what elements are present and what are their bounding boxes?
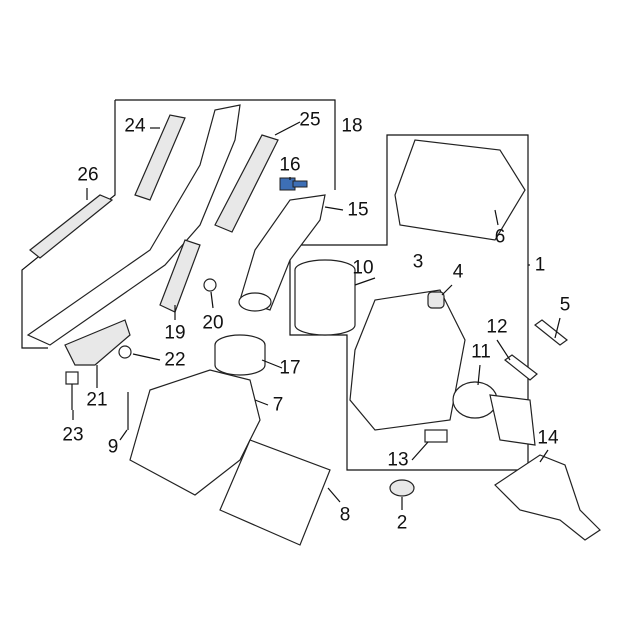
part-22-bolt <box>118 345 132 359</box>
part-8-gasket <box>219 439 331 546</box>
part-3-housing <box>349 289 466 431</box>
part-23-grommet <box>65 371 79 385</box>
callout-12[interactable]: 12 <box>486 316 508 338</box>
callout-3[interactable]: 3 <box>412 251 424 273</box>
part-15-resonator <box>239 194 326 311</box>
callout-9[interactable]: 9 <box>107 436 119 458</box>
part-4-grommet <box>427 291 445 309</box>
callout-4[interactable]: 4 <box>452 261 464 283</box>
callout-26[interactable]: 26 <box>77 164 99 186</box>
group-bracket-1 <box>289 134 529 471</box>
part-10-filter-body <box>294 270 356 336</box>
callout-13[interactable]: 13 <box>387 449 409 471</box>
group-bracket-18 <box>21 99 336 349</box>
part-14-duct <box>494 454 601 541</box>
callout-6[interactable]: 6 <box>494 226 506 248</box>
part-5-bolt <box>534 319 568 346</box>
part-19-bracket <box>159 239 201 313</box>
callout-1[interactable]: 1 <box>534 254 546 276</box>
part-6-cover <box>394 139 526 241</box>
part-21-bracket <box>64 319 131 366</box>
part-26-bracket <box>29 194 114 259</box>
callout-7[interactable]: 7 <box>272 394 284 416</box>
callout-20[interactable]: 20 <box>202 312 224 334</box>
callout-18[interactable]: 18 <box>341 115 363 137</box>
callout-16[interactable]: 16 <box>279 154 301 176</box>
part-12-bolt <box>504 354 538 381</box>
callout-19[interactable]: 19 <box>164 322 186 344</box>
callout-17[interactable]: 17 <box>279 357 301 379</box>
part-11-throttle <box>452 381 498 419</box>
callout-8[interactable]: 8 <box>339 504 351 526</box>
callout-23[interactable]: 23 <box>62 424 84 446</box>
callout-21[interactable]: 21 <box>86 389 108 411</box>
part-17-clamp <box>214 345 266 376</box>
part-11-hose <box>489 394 536 446</box>
callout-15[interactable]: 15 <box>347 199 369 221</box>
callout-22[interactable]: 22 <box>164 349 186 371</box>
callout-24[interactable]: 24 <box>124 115 146 137</box>
callout-25[interactable]: 25 <box>299 109 321 131</box>
part-24-seal <box>134 114 186 201</box>
part-18-duct <box>26 104 241 346</box>
callout-10[interactable]: 10 <box>352 257 374 279</box>
callout-14[interactable]: 14 <box>537 427 559 449</box>
part-2-grommet <box>389 479 415 497</box>
leader-lines <box>72 121 561 510</box>
callout-5[interactable]: 5 <box>559 294 571 316</box>
callout-2[interactable]: 2 <box>396 512 408 534</box>
part-15-outlet <box>238 292 272 312</box>
part-16-bolt-shank <box>292 180 308 188</box>
part-13-sensor <box>424 429 448 443</box>
part-20-bolt <box>203 278 217 292</box>
part-25-seal <box>214 134 279 233</box>
callout-11[interactable]: 11 <box>471 341 491 363</box>
